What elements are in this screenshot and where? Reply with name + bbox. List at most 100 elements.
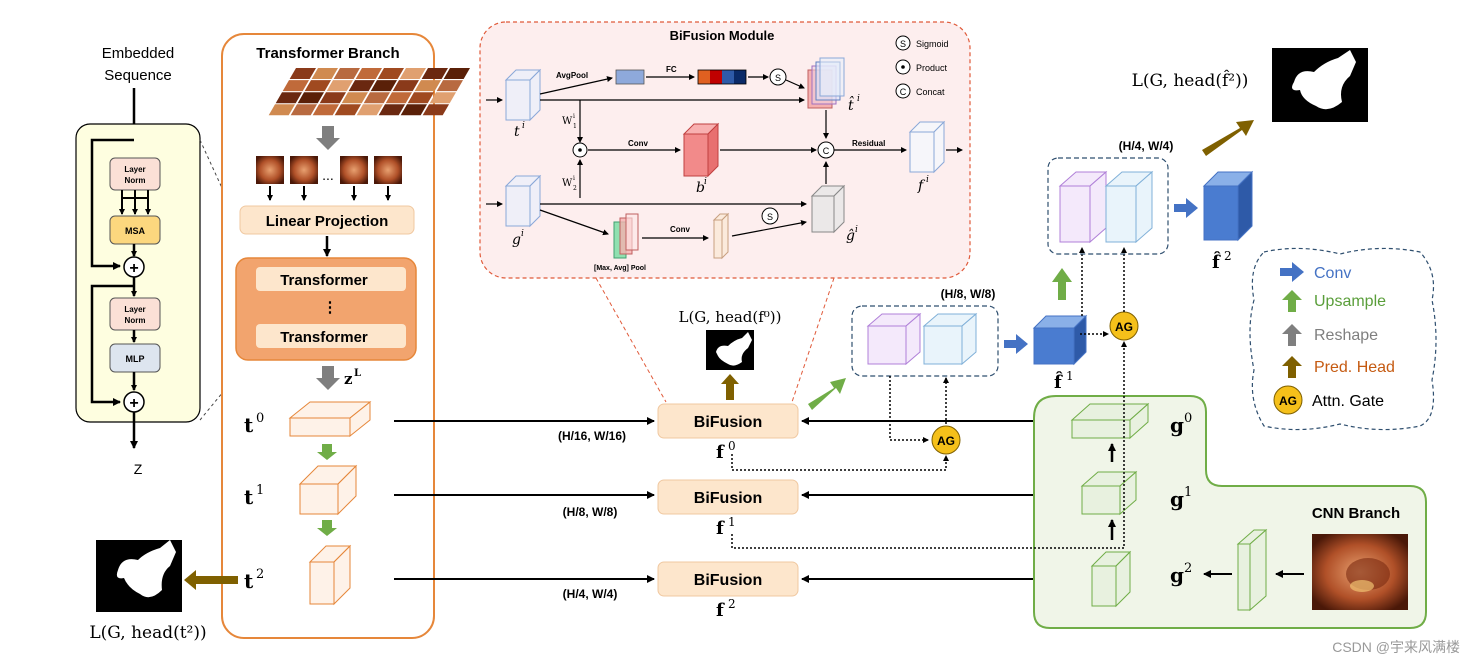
legend-pred-head: Pred. Head	[1282, 356, 1395, 378]
svg-text:1: 1	[1066, 369, 1074, 383]
svg-text:f: f	[716, 600, 725, 621]
res-4: (H/4, W/4)	[563, 587, 618, 601]
image-patch	[385, 92, 413, 104]
image-patch	[399, 68, 426, 80]
cnn-branch-title: CNN Branch	[1312, 505, 1400, 522]
image-patch	[414, 80, 442, 92]
svg-text:AvgPool: AvgPool	[556, 71, 588, 80]
conv-thin-cube	[712, 212, 730, 260]
svg-text:AG: AG	[937, 434, 955, 448]
f1-hat-label: f̂ 1	[1054, 369, 1074, 393]
svg-text:g: g	[1170, 413, 1184, 437]
w2-label: W 2 i	[562, 175, 577, 192]
add-node-1: +	[123, 256, 145, 278]
fc-vector	[697, 69, 747, 85]
t1-feature-cube	[298, 464, 358, 516]
concat-cube-blue-2	[1104, 170, 1154, 244]
f1-label: f 1	[716, 515, 736, 539]
image-patch	[400, 104, 428, 116]
bifusion-f1: BiFusion	[657, 479, 799, 515]
image-patch	[319, 92, 347, 104]
image-patch	[356, 104, 384, 116]
layer-norm-2: Layer Norm	[109, 297, 161, 331]
svg-text:f̂: f̂	[1212, 251, 1221, 273]
svg-text:Transformer: Transformer	[280, 272, 368, 289]
g2-label: g 2	[1170, 561, 1192, 587]
g1-label: g 1	[1170, 485, 1192, 511]
g2-feature-cube	[1090, 550, 1132, 608]
layer-norm-1: Layer Norm	[109, 157, 161, 191]
svg-text:S: S	[767, 212, 773, 222]
svg-text:Conv: Conv	[1314, 265, 1351, 282]
transformer-stack: Transformer ⋮ Transformer	[235, 257, 417, 361]
svg-text:g: g	[512, 232, 521, 248]
svg-text:Embedded: Embedded	[102, 45, 175, 62]
legend-box	[1249, 247, 1437, 431]
res-4-top: (H/4, W/4)	[1119, 139, 1174, 153]
svg-text:+: +	[129, 395, 138, 412]
svg-text:0: 0	[1184, 411, 1192, 426]
t-hat-label: t̂ i	[848, 94, 860, 114]
image-patch	[268, 104, 296, 116]
image-patch	[392, 80, 420, 92]
add-node-2: +	[123, 391, 145, 413]
svg-text:S: S	[775, 73, 781, 83]
image-patch	[363, 92, 391, 104]
loss-f2: L(G, head(f̂²))	[1132, 70, 1249, 91]
svg-text:f: f	[716, 518, 725, 539]
image-patch	[341, 92, 369, 104]
zL-label: z L	[344, 368, 361, 388]
patch-sequence: ...	[256, 156, 402, 184]
svg-text:t̂: t̂	[848, 95, 854, 114]
svg-text:MLP: MLP	[126, 354, 145, 364]
svg-text:t: t	[514, 124, 520, 140]
res-16: (H/16, W/16)	[558, 429, 626, 443]
svg-text:g: g	[1170, 563, 1184, 587]
svg-text:Attn. Gate: Attn. Gate	[1312, 393, 1384, 410]
image-patch	[421, 68, 448, 80]
watermark: CSDN @宇来风满楼	[1332, 639, 1460, 655]
svg-text:1: 1	[728, 515, 736, 529]
mask-t2	[96, 540, 182, 612]
svg-text:b: b	[696, 180, 705, 196]
conv-arrow-4	[1174, 198, 1198, 218]
bi-label: b i	[696, 177, 707, 196]
t0-label: t 0	[244, 411, 264, 437]
reshape-arrow	[316, 126, 340, 150]
concat-cube-violet-2	[1058, 170, 1108, 244]
image-patch	[436, 80, 464, 92]
t-hat-cube	[807, 57, 845, 109]
g0-label: g 0	[1170, 411, 1192, 437]
loss-t2: L(G, head(t²))	[89, 623, 206, 643]
image-patch	[355, 68, 382, 80]
svg-text:2: 2	[728, 597, 736, 611]
fi-label: f i	[917, 175, 929, 194]
bifusion-module-title: BiFusion Module	[670, 28, 775, 43]
pred-head-arrow-f0	[721, 374, 739, 400]
svg-text:S: S	[900, 39, 906, 49]
svg-text:W: W	[562, 116, 573, 127]
g0-feature-cube	[1070, 402, 1150, 440]
legend-reshape: Reshape	[1282, 324, 1378, 346]
svg-text:Concat: Concat	[916, 87, 945, 97]
svg-text:z: z	[344, 370, 353, 388]
bifusion-legend: S Sigmoid Product C Concat	[895, 35, 949, 99]
svg-text:C: C	[900, 87, 907, 97]
image-patch	[422, 104, 450, 116]
linear-projection-block: Linear Projection	[239, 205, 415, 235]
pred-head-arrow-t2	[184, 570, 238, 590]
f2-label: f 2	[716, 597, 736, 621]
image-patch	[289, 68, 316, 80]
reshape-arrow-zL	[316, 366, 340, 390]
f1-hat-cube	[1032, 314, 1088, 366]
concat-group-4	[1047, 157, 1169, 255]
svg-text:Product: Product	[916, 63, 948, 73]
svg-text:BiFusion: BiFusion	[694, 572, 762, 589]
svg-text:W: W	[562, 178, 573, 189]
svg-text:MSA: MSA	[125, 226, 146, 236]
svg-text:2: 2	[1184, 561, 1192, 576]
svg-text:ĝ: ĝ	[846, 227, 855, 244]
svg-text:i: i	[926, 175, 929, 185]
pred-head-arrow-f2	[1202, 120, 1254, 156]
